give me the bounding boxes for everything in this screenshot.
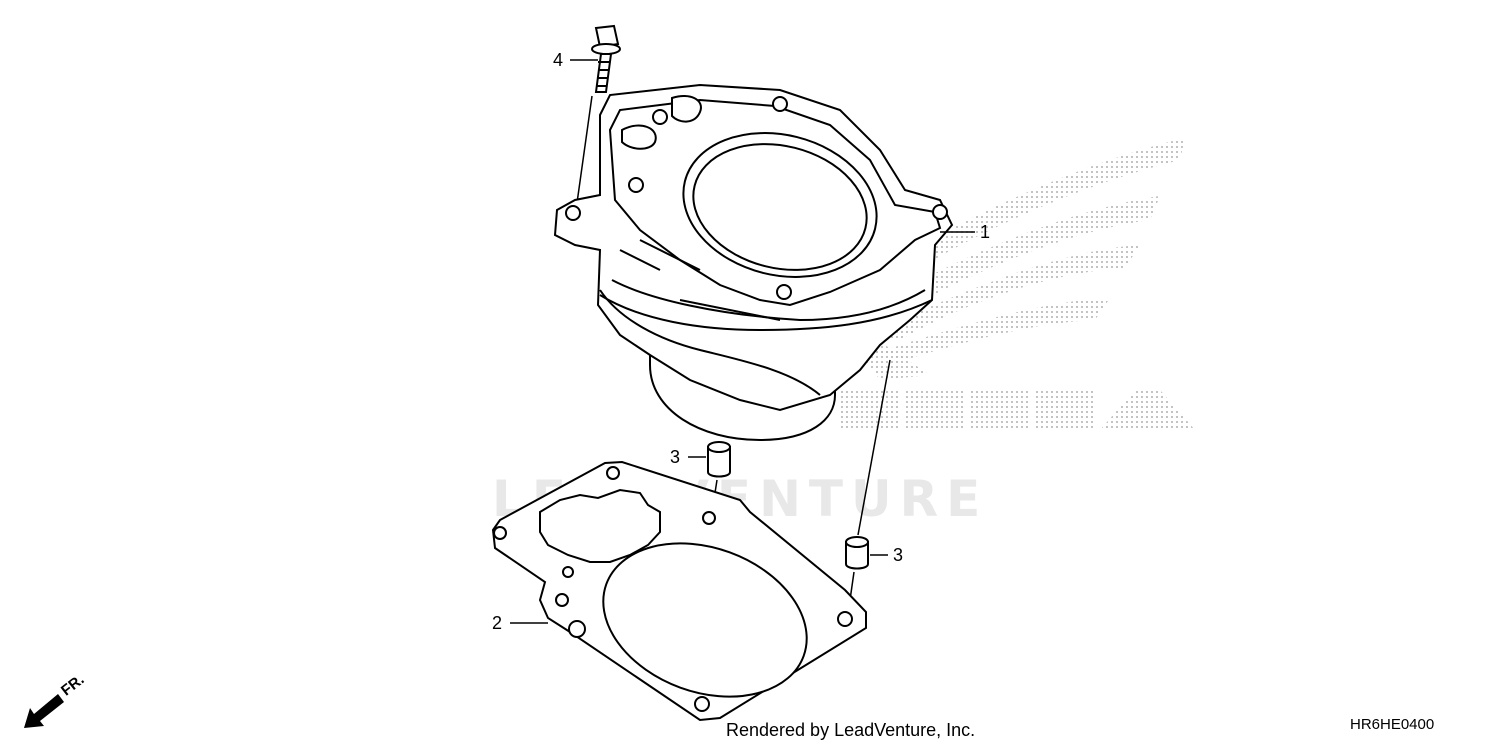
arrow-down-left-icon (24, 694, 64, 728)
callout-3-lower: 3 (893, 545, 904, 565)
flange-bolt (591, 24, 621, 93)
diagram-code: HR6HE0400 (1350, 716, 1435, 733)
callout-2: 2 (492, 613, 503, 633)
cylinder (553, 83, 954, 442)
dowel-pin-lower (845, 536, 869, 570)
footer-credit: Rendered by LeadVenture, Inc. (726, 720, 976, 740)
gasket (491, 460, 867, 722)
callout-3-upper: 3 (670, 447, 681, 467)
honda-wordmark (840, 390, 1195, 430)
callout-4: 4 (553, 50, 564, 70)
dowel-pin-upper (707, 441, 731, 478)
leader-line-bolt (575, 95, 593, 211)
callout-1: 1 (980, 222, 991, 242)
leader-line-cylinder-dowel (857, 359, 891, 536)
